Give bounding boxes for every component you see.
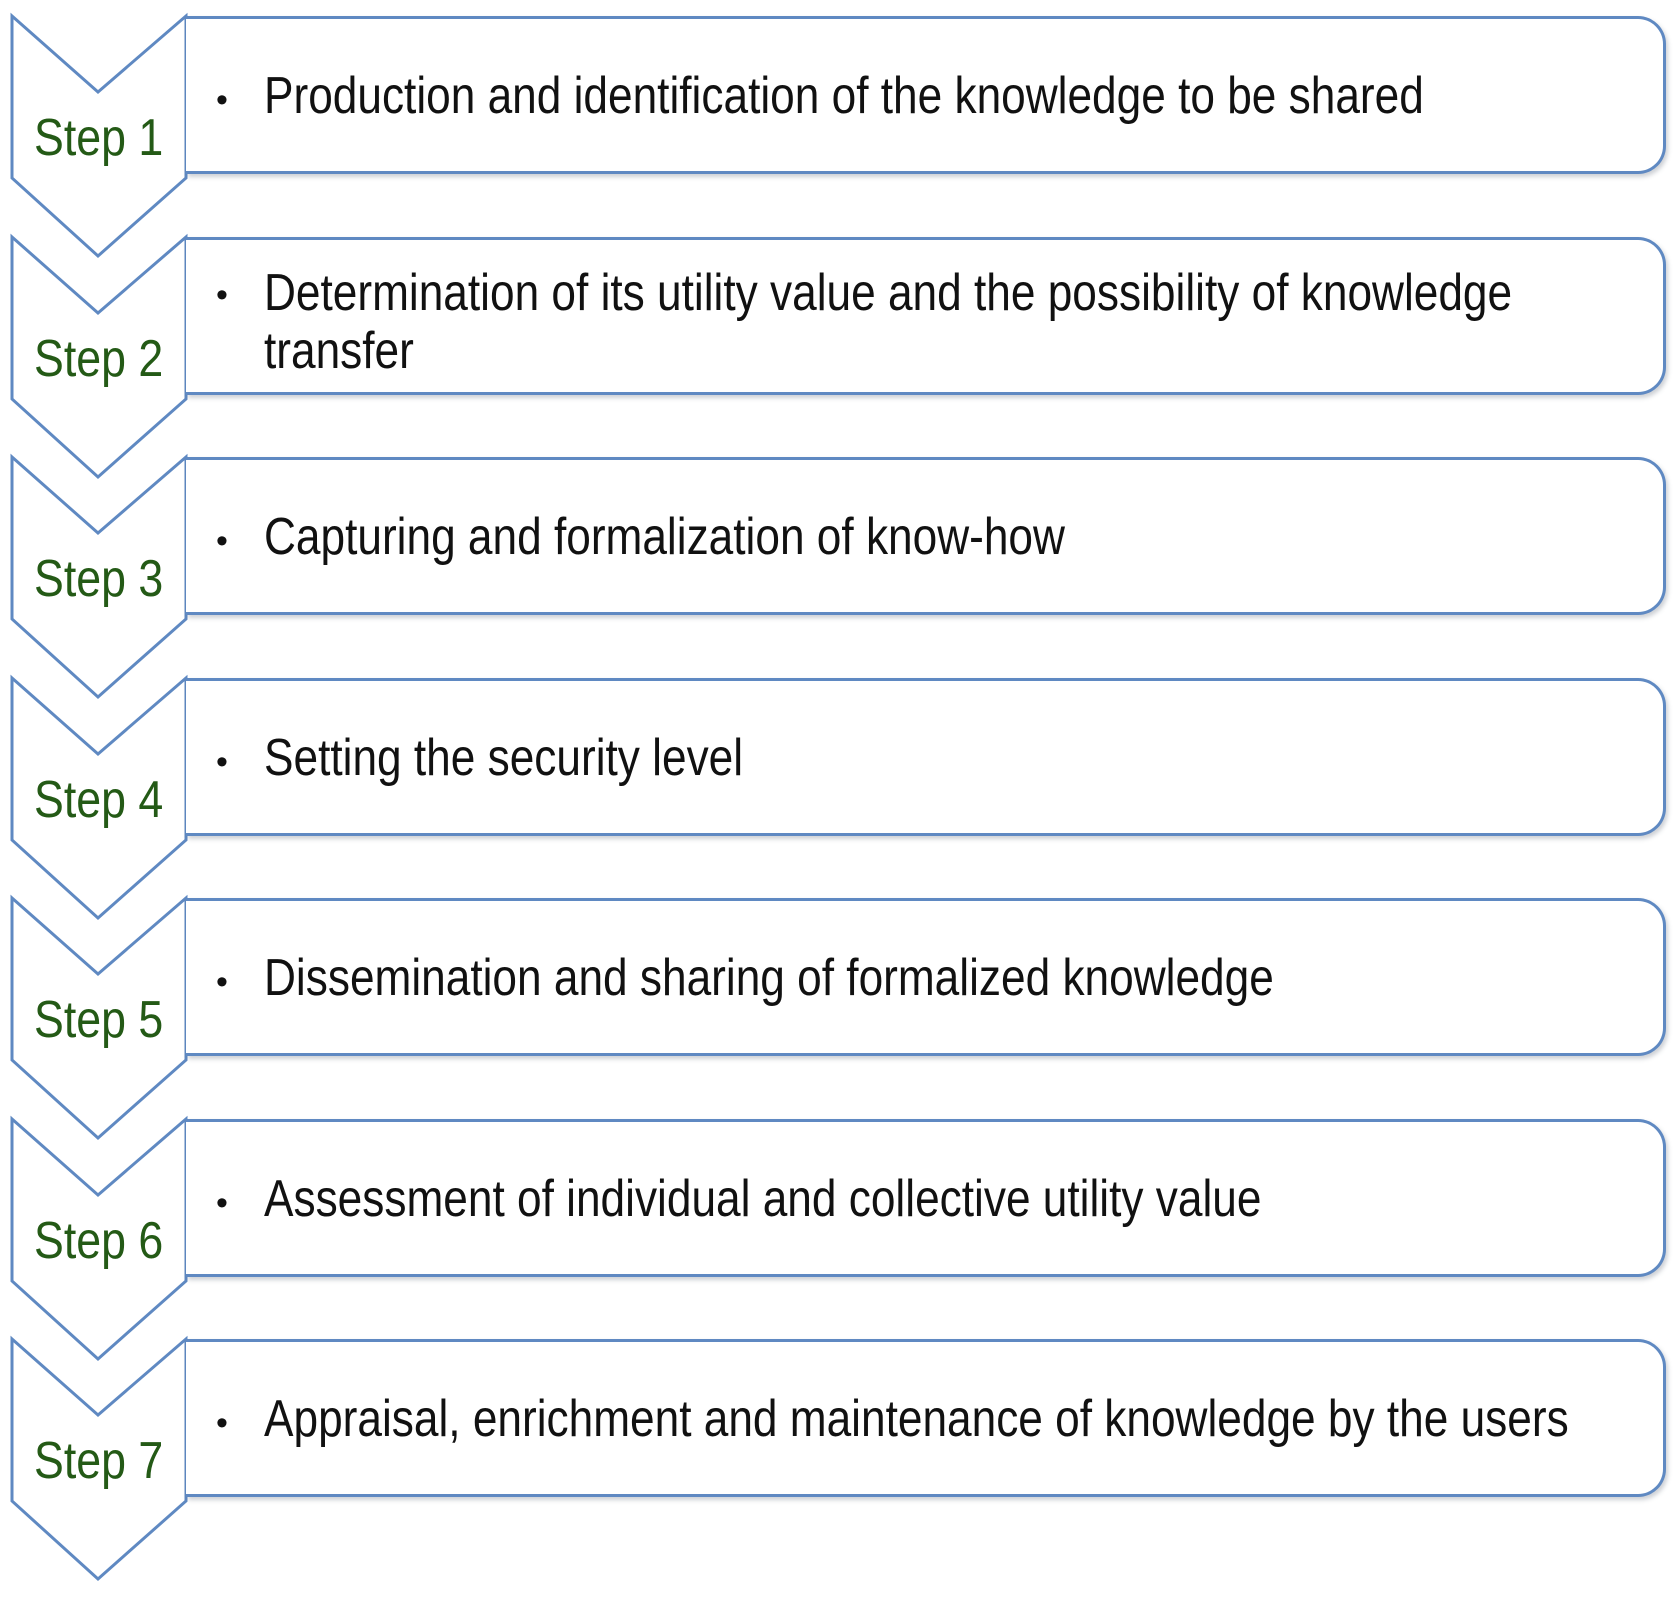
chevron-arrow [10,1115,188,1361]
chevron-shape [10,233,188,479]
step-row: Step 4 • Setting the security level [0,674,1677,936]
step-label: Step 7 [34,1432,164,1490]
step-description-box: • Appraisal, enrichment and maintenance o… [186,1339,1666,1497]
chevron-shape [10,1115,188,1361]
step-row: Step 1 • Production and identification of … [0,12,1677,274]
chevron-shape [10,1335,188,1582]
chevron-arrow [10,674,188,920]
step-description: Assessment of individual and collective … [264,1169,1262,1228]
step-label: Step 4 [34,770,164,829]
step-description-box: • Production and identification of the kn… [186,16,1666,174]
step-row: Step 3 • Capturing and formalization of kn… [0,453,1677,715]
chevron-arrow [10,894,188,1141]
bullet-point: • [216,1404,228,1442]
step-description: Production and identification of the kno… [264,67,1424,125]
step-description: Dissemination and sharing of formalized … [264,949,1274,1007]
chevron-shape [10,453,188,700]
chevron-arrow [10,233,188,479]
step-description-box: • Setting the security level [186,677,1666,836]
step-row: Step 2 • Determination of its utility valu… [0,233,1677,495]
step-label: Step 2 [34,329,164,388]
bullet-point: • [216,81,228,119]
step-label: Step 3 [34,550,164,608]
bullet-point: • [216,522,228,560]
step-description-box: • Capturing and formalization of know-how [186,457,1666,615]
step-description: Setting the security level [264,728,744,787]
step-row: Step 7 • Appraisal, enrichment and mainten… [0,1335,1677,1597]
chevron-arrow [10,453,188,700]
step-description-box: • Determination of its utility value and … [186,236,1666,395]
step-description: Capturing and formalization of know-how [264,508,1065,566]
bullet-point: • [216,963,228,1001]
chevron-shape [10,894,188,1141]
step-row: Step 5 • Dissemination and sharing of form… [0,894,1677,1156]
step-label: Step 6 [34,1211,164,1270]
chevron-arrow [10,12,188,259]
bullet-point: • [216,1183,228,1222]
step-row: Step 6 • Assessment of individual and coll… [0,1115,1677,1377]
chevron-shape [10,674,188,920]
bullet-point: • [216,275,228,314]
bullet-point: • [216,742,228,781]
step-description-box: • Assessment of individual and collective… [186,1118,1666,1277]
step-label: Step 5 [34,991,164,1049]
step-description: Appraisal, enrichment and maintenance of… [264,1390,1569,1448]
step-description-box: • Dissemination and sharing of formalized… [186,898,1666,1056]
chevron-shape [10,12,188,259]
chevron-arrow [10,1335,188,1582]
step-label: Step 1 [34,109,164,167]
step-description: Determination of its utility value and t… [264,263,1513,380]
